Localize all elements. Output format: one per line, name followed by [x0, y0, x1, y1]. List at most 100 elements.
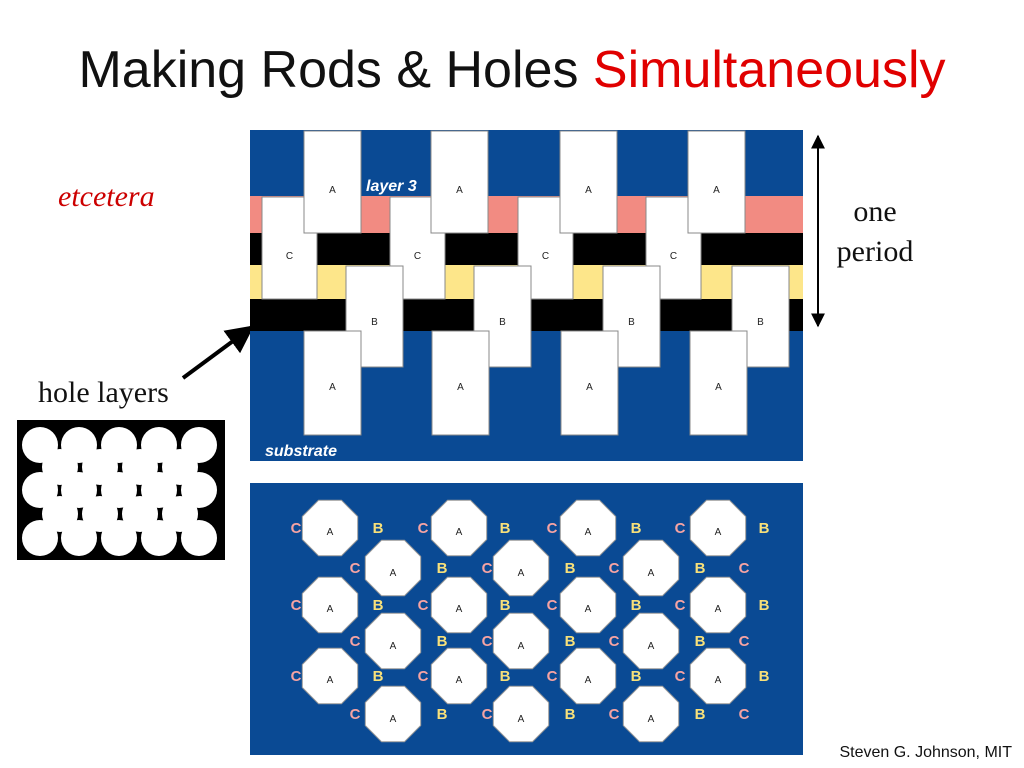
hole-label: A	[390, 641, 397, 652]
rod-label: A	[457, 382, 464, 393]
site-b-label: B	[695, 633, 706, 650]
site-c-label: C	[609, 633, 620, 650]
thumbnail-hole	[61, 520, 97, 556]
rod-label: B	[757, 317, 764, 328]
rod-a: A	[303, 330, 362, 436]
hole-label: A	[390, 714, 397, 725]
hole-label: A	[585, 604, 592, 615]
slide-title: Making Rods & Holes Simultaneously	[0, 40, 1024, 100]
site-b-label: B	[631, 597, 642, 614]
hole-a: A	[559, 647, 617, 705]
rod-label: A	[329, 382, 336, 393]
hole-label: A	[518, 714, 525, 725]
etcetera-label: etcetera	[58, 180, 155, 213]
site-c-label: C	[350, 560, 361, 577]
thumbnail-holes	[22, 427, 217, 556]
hole-a: A	[492, 685, 550, 743]
hole-label: A	[648, 714, 655, 725]
thumbnail-hole	[101, 472, 137, 508]
rod-a: A	[430, 130, 489, 234]
hole-label: A	[585, 527, 592, 538]
hole-label: A	[715, 675, 722, 686]
site-c-label: C	[291, 668, 302, 685]
site-b-label: B	[759, 668, 770, 685]
thumbnail-hole	[181, 520, 217, 556]
thumbnail-hole	[101, 520, 137, 556]
layer3-label: layer 3	[366, 178, 417, 195]
rod-a: A	[687, 130, 746, 234]
site-c-label: C	[482, 633, 493, 650]
rod-label: B	[371, 317, 378, 328]
hole-label: A	[327, 604, 334, 615]
site-c-label: C	[482, 560, 493, 577]
substrate-label: substrate	[265, 443, 337, 460]
site-c-label: C	[609, 560, 620, 577]
site-c-label: C	[609, 706, 620, 723]
rod-label: C	[670, 251, 677, 262]
hole-a: A	[430, 576, 488, 634]
site-b-label: B	[565, 706, 576, 723]
rod-label: B	[499, 317, 506, 328]
site-b-label: B	[695, 706, 706, 723]
rod-label: C	[542, 251, 549, 262]
site-b-label: B	[759, 520, 770, 537]
site-b-label: B	[631, 668, 642, 685]
rod-label: B	[628, 317, 635, 328]
rod-a: A	[303, 130, 362, 234]
rod-label: A	[456, 185, 463, 196]
site-c-label: C	[547, 668, 558, 685]
hole-a: A	[492, 612, 550, 670]
hole-label: A	[327, 675, 334, 686]
thumbnail-hole	[181, 472, 217, 508]
site-c-label: C	[739, 560, 750, 577]
site-b-label: B	[500, 520, 511, 537]
hole-a: A	[559, 499, 617, 557]
one-period-label: one period	[820, 192, 930, 272]
site-c-label: C	[547, 520, 558, 537]
thumbnail-hole	[122, 496, 158, 532]
one-period-line1: one	[853, 195, 897, 228]
site-b-label: B	[500, 597, 511, 614]
hole-a: A	[559, 576, 617, 634]
site-b-label: B	[631, 520, 642, 537]
site-b-label: B	[565, 560, 576, 577]
site-c-label: C	[418, 668, 429, 685]
hole-a: A	[622, 612, 680, 670]
hole-a: A	[689, 499, 747, 557]
hole-label: A	[585, 675, 592, 686]
site-b-label: B	[565, 633, 576, 650]
hole-a: A	[622, 685, 680, 743]
site-c-label: C	[739, 633, 750, 650]
thumbnail-hole	[82, 496, 118, 532]
rod-label: A	[715, 382, 722, 393]
title-highlight: Simultaneously	[592, 41, 946, 99]
site-c-label: C	[350, 633, 361, 650]
site-c-label: C	[291, 520, 302, 537]
site-c-label: C	[291, 597, 302, 614]
site-b-label: B	[373, 520, 384, 537]
credit-text: Steven G. Johnson, MIT	[839, 744, 1012, 761]
site-c-label: C	[675, 597, 686, 614]
site-b-label: B	[437, 633, 448, 650]
site-c-label: C	[418, 520, 429, 537]
hole-a: A	[689, 647, 747, 705]
hole-layers-label: hole layers	[38, 376, 169, 409]
hole-label: A	[648, 568, 655, 579]
site-c-label: C	[675, 668, 686, 685]
site-c-label: C	[739, 706, 750, 723]
site-b-label: B	[437, 560, 448, 577]
site-c-label: C	[675, 520, 686, 537]
thumbnail-hole	[162, 496, 198, 532]
thumbnail-hole	[22, 520, 58, 556]
hole-a: A	[364, 539, 422, 597]
hole-label: A	[715, 604, 722, 615]
one-period-line2: period	[836, 235, 914, 268]
hole-label: A	[648, 641, 655, 652]
hole-label: A	[456, 675, 463, 686]
hole-a: A	[364, 685, 422, 743]
rod-label: A	[713, 185, 720, 196]
thumbnail-hole	[141, 472, 177, 508]
rod-label: A	[585, 185, 592, 196]
